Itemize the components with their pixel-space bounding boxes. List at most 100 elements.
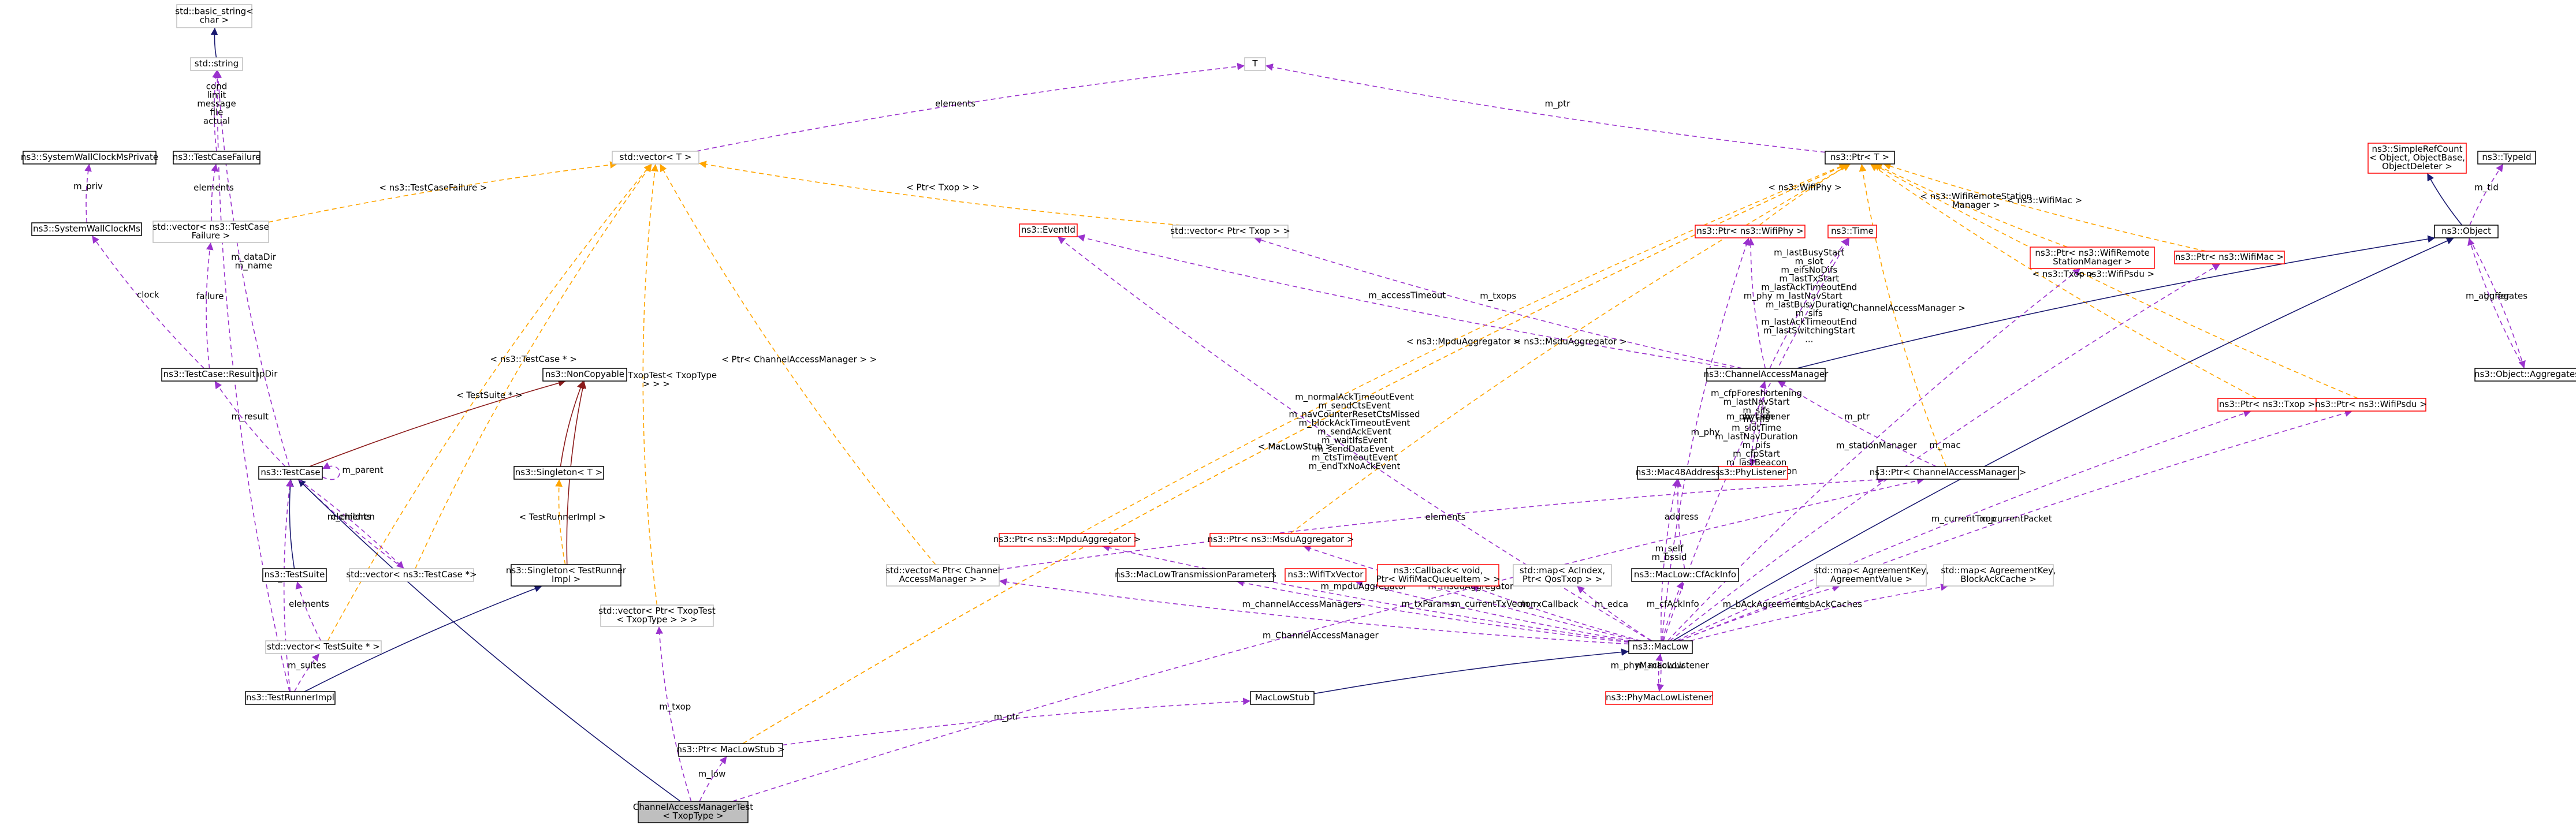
edge-use <box>1057 236 1652 641</box>
edge-label: m_sendDataEvent <box>1315 444 1394 455</box>
node-label: ns3::EventId <box>1021 225 1075 235</box>
node-typeid[interactable]: ns3::TypeId <box>2477 151 2536 165</box>
edge-label: m_ChannelAccessManager <box>1263 630 1379 641</box>
node-map-agreementvalue[interactable]: std::map< AgreementKey,AgreementValue > <box>1814 564 1929 587</box>
edge-use <box>1077 234 1734 369</box>
edge-inherit <box>1672 237 2455 641</box>
edge-label: m_waitIfsEvent <box>1321 435 1387 446</box>
node-channelaccessmanager[interactable]: ns3::ChannelAccessManager <box>1704 368 1829 382</box>
edge-use <box>1236 579 1629 643</box>
node-testsuite[interactable]: ns3::TestSuite <box>262 568 327 582</box>
node-maclow[interactable]: ns3::MacLow <box>1628 640 1693 654</box>
node-ptr-maclowstub[interactable]: ns3::Ptr< MacLowStub > <box>676 743 785 757</box>
edge-label: m_txops <box>1480 291 1516 302</box>
node-label: ObjectDeleter > <box>2382 161 2452 171</box>
node-box <box>176 4 252 28</box>
edge-label: m_sendAckEvent <box>1317 427 1391 438</box>
node-phylistener[interactable]: ns3::PhyListener <box>1712 466 1788 480</box>
node-object[interactable]: ns3::Object <box>2434 225 2499 238</box>
edge-label: > > > <box>643 379 670 389</box>
node-cfackinfo[interactable]: ns3::MacLow::CfAckInfo <box>1631 568 1739 582</box>
node-systemwallclockms[interactable]: ns3::SystemWallClockMs <box>31 222 142 236</box>
node-maclowstub[interactable]: MacLowStub <box>1250 691 1315 705</box>
node-vector-ptr-txop[interactable]: std::vector< Ptr< Txop > > <box>1170 225 1290 238</box>
node-map-acindex[interactable]: std::map< AcIndex,Ptr< QosTxop > > <box>1513 564 1612 587</box>
node-objectaggregates[interactable]: ns3::Object::Aggregates <box>2474 368 2576 382</box>
node-simplerefcount[interactable]: ns3::SimpleRefCount< Object, ObjectBase,… <box>2367 143 2467 174</box>
node-mac48address[interactable]: ns3::Mac48Address <box>1636 466 1720 480</box>
edge-label: m_children <box>327 512 375 522</box>
edge-use <box>1749 380 1766 467</box>
edge-label: m_cam <box>1743 412 1774 423</box>
node-box <box>511 564 621 587</box>
node-ptr-wifimac[interactable]: ns3::Ptr< ns3::WifiMac > <box>2174 251 2285 264</box>
edge-use <box>297 479 404 569</box>
node-vector-ptr-channelaccessmanager[interactable]: std::vector< Ptr< ChannelAccessManager >… <box>885 564 1000 587</box>
node-ptr-channelaccessmanager[interactable]: ns3::Ptr< ChannelAccessManager > <box>1870 466 2026 480</box>
node-ptr-wifipsdu[interactable]: ns3::Ptr< ns3::WifiPsdu > <box>2315 398 2427 412</box>
node-testcase[interactable]: ns3::TestCase <box>258 466 323 480</box>
node-vector-ptr-txoptest[interactable]: std::vector< Ptr< TxopTest< TxopType > >… <box>598 604 716 627</box>
node-box <box>1816 564 1927 587</box>
node-ptr-msduaggregator[interactable]: ns3::Ptr< ns3::MsduAggregator > <box>1208 533 1354 547</box>
edge-label: m_phyMacLowListener <box>1611 660 1710 671</box>
node-label: ns3::Ptr< ns3::WifiMac > <box>2175 252 2284 262</box>
node-label: ns3::Ptr< ns3::WifiPhy > <box>1696 226 1803 236</box>
node-ptr-wifiphy[interactable]: ns3::Ptr< ns3::WifiPhy > <box>1695 225 1806 238</box>
edge-label: m_ptr <box>1545 99 1571 110</box>
node-time[interactable]: ns3::Time <box>1827 225 1877 238</box>
edge-use <box>782 697 1251 746</box>
node-ptr-mpduaggregator[interactable]: ns3::Ptr< ns3::MpduAggregator > <box>993 533 1141 547</box>
node-label: std::vector< ns3::TestCase <box>152 222 269 232</box>
node-box <box>2174 251 2285 264</box>
node-label: ns3::TestCaseFailure <box>173 152 261 162</box>
node-callback[interactable]: ns3::Callback< void,Ptr< WifiMacQueueIte… <box>1376 564 1501 587</box>
edge-use <box>1669 263 2221 641</box>
node-vector-testsuiteptr[interactable]: std::vector< TestSuite * > <box>265 640 382 654</box>
node-systemwallclockmsprivate[interactable]: ns3::SystemWallClockMsPrivate <box>21 151 158 165</box>
edge-label: elements <box>289 599 329 609</box>
node-box <box>600 604 714 627</box>
node-noncopyable[interactable]: ns3::NonCopyable <box>542 368 627 382</box>
edge-use <box>1303 544 1639 641</box>
edge-label: file <box>210 107 224 118</box>
node-testcasefailure[interactable]: ns3::TestCaseFailure <box>173 151 261 165</box>
node-std-string[interactable]: std::string <box>190 57 243 71</box>
node-singleton-testrunnerimpl[interactable]: ns3::Singleton< TestRunnerImpl > <box>506 564 627 587</box>
edge-inherit <box>1797 235 2436 369</box>
node-ptr-txop[interactable]: ns3::Ptr< ns3::Txop > <box>2217 398 2317 412</box>
node-eventid[interactable]: ns3::EventId <box>1019 223 1078 237</box>
node-singleton[interactable]: ns3::Singleton< T > <box>513 466 604 480</box>
edge-label: m_lastTxStart <box>1779 274 1839 285</box>
edge-inherit <box>1313 648 1629 695</box>
node-t[interactable]: T <box>1244 57 1266 71</box>
node-ptr-wifiremotestationmanager[interactable]: ns3::Ptr< ns3::WifiRemoteStationManager … <box>2030 247 2155 269</box>
edge-label: m_edca <box>1595 599 1628 610</box>
edge-label: < TestRunnerImpl > <box>519 512 606 522</box>
node-box <box>31 222 142 236</box>
node-vector-t[interactable]: std::vector< T > <box>612 151 699 165</box>
node-basic-string[interactable]: std::basic_string<char > <box>175 4 254 28</box>
node-ptr-t[interactable]: ns3::Ptr< T > <box>1825 151 1895 165</box>
node-phymaclowlistener[interactable]: ns3::PhyMacLowListener <box>1605 691 1713 705</box>
node-box <box>1377 564 1499 587</box>
node-map-blockackcache[interactable]: std::map< AgreementKey,BlockAckCache > <box>1941 564 2056 587</box>
edge-label: limit <box>207 90 226 100</box>
node-box <box>1513 564 1612 587</box>
node-box <box>265 640 382 654</box>
node-vector-testcaseptr[interactable]: std::vector< ns3::TestCase *> <box>346 568 477 582</box>
node-box <box>1628 640 1693 654</box>
node-channelaccessmanagertest[interactable]: ChannelAccessManagerTest< TxopType > <box>633 801 753 823</box>
node-vector-testcasefailure[interactable]: std::vector< ns3::TestCaseFailure > <box>152 221 269 243</box>
node-box <box>1172 225 1289 238</box>
node-wifitxvector[interactable]: ns3::WifiTxVector <box>1285 568 1367 582</box>
node-box <box>2367 143 2467 174</box>
edge-template <box>1870 163 2257 399</box>
edge-label: m_macLow <box>1636 660 1684 671</box>
node-label: ns3::Ptr< ns3::MpduAggregator > <box>993 534 1141 544</box>
node-maclowtransmissionparameters[interactable]: ns3::MacLowTransmissionParameters <box>1115 568 1276 582</box>
node-box <box>513 466 604 480</box>
edge-label: m_rifs <box>1743 414 1770 425</box>
node-testrunnerimpl[interactable]: ns3::TestRunnerImpl <box>245 691 336 705</box>
node-testcaseresult[interactable]: ns3::TestCase::Result <box>161 368 258 382</box>
